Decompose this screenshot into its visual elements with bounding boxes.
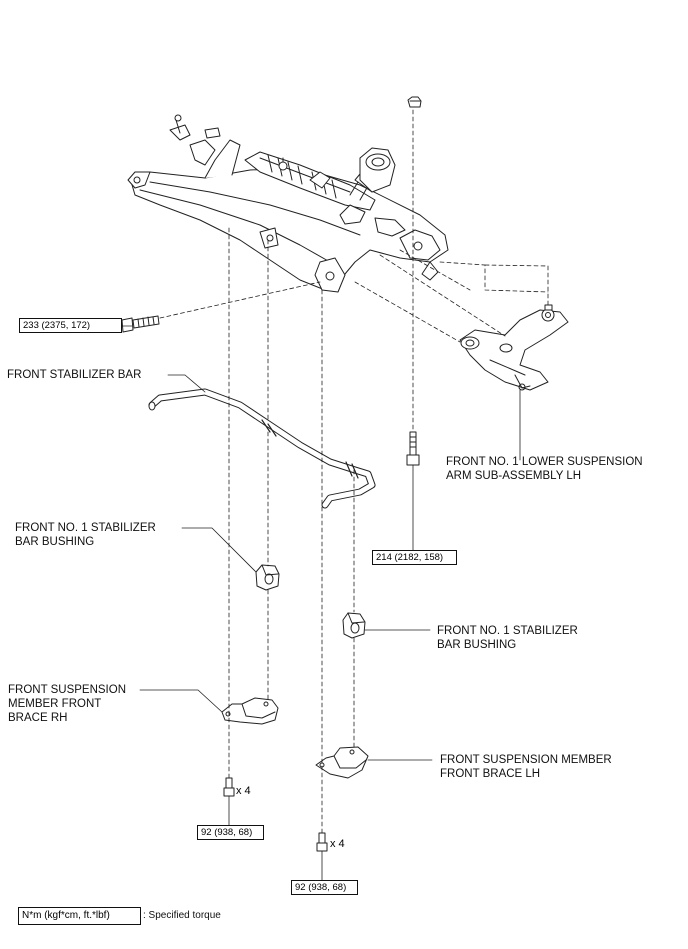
bolt-rear (121, 315, 160, 333)
brace-lh (315, 746, 369, 779)
label-lower-arm-line2: ARM SUB-ASSEMBLY LH (446, 470, 582, 482)
lower-suspension-arm (459, 304, 569, 391)
label-brace-rh-line3: BRACE RH (8, 712, 68, 724)
label-bushing-left-line2: BAR BUSHING (15, 536, 95, 548)
label-brace-rh-line1: FRONT SUSPENSION (8, 684, 126, 696)
bolt-brace-rh (223, 777, 235, 797)
label-brace-lh-line2: FRONT BRACE LH (440, 768, 541, 780)
torque-bolt-arm: 214 (2182, 158) (372, 550, 457, 565)
legend-meaning: : Specified torque (143, 910, 221, 921)
qty-brace-rh-bolts: x 4 (236, 785, 251, 797)
label-bushing-left-line1: FRONT NO. 1 STABILIZER (15, 522, 156, 534)
bushing-left (255, 564, 280, 591)
bolt-brace-lh (316, 832, 328, 852)
torque-bolt-rear: 233 (2375, 172) (19, 318, 122, 333)
label-lower-arm-line1: FRONT NO. 1 LOWER SUSPENSION (446, 456, 643, 468)
label-front-stabilizer-bar: FRONT STABILIZER BAR (7, 369, 142, 381)
qty-brace-lh-bolts: x 4 (330, 838, 345, 850)
brace-rh (221, 697, 279, 725)
label-bushing-right-line1: FRONT NO. 1 STABILIZER (437, 625, 578, 637)
torque-brace-rh-bolts: 92 (938, 68) (197, 825, 264, 840)
legend-unit-box: N*m (kgf*cm, ft.*lbf) (18, 907, 141, 925)
assembly-lines (159, 109, 549, 834)
suspension-member (127, 114, 449, 293)
label-brace-lh-line1: FRONT SUSPENSION MEMBER (440, 754, 612, 766)
label-bushing-right-line2: BAR BUSHING (437, 639, 517, 651)
leader-lines (121, 325, 521, 881)
torque-brace-lh-bolts: 92 (938, 68) (291, 880, 358, 895)
label-brace-rh-line2: MEMBER FRONT (8, 698, 102, 710)
nut-top (407, 96, 422, 108)
bushing-right (342, 612, 366, 639)
bolt-arm (406, 431, 420, 466)
stabilizer-bar (148, 388, 376, 509)
